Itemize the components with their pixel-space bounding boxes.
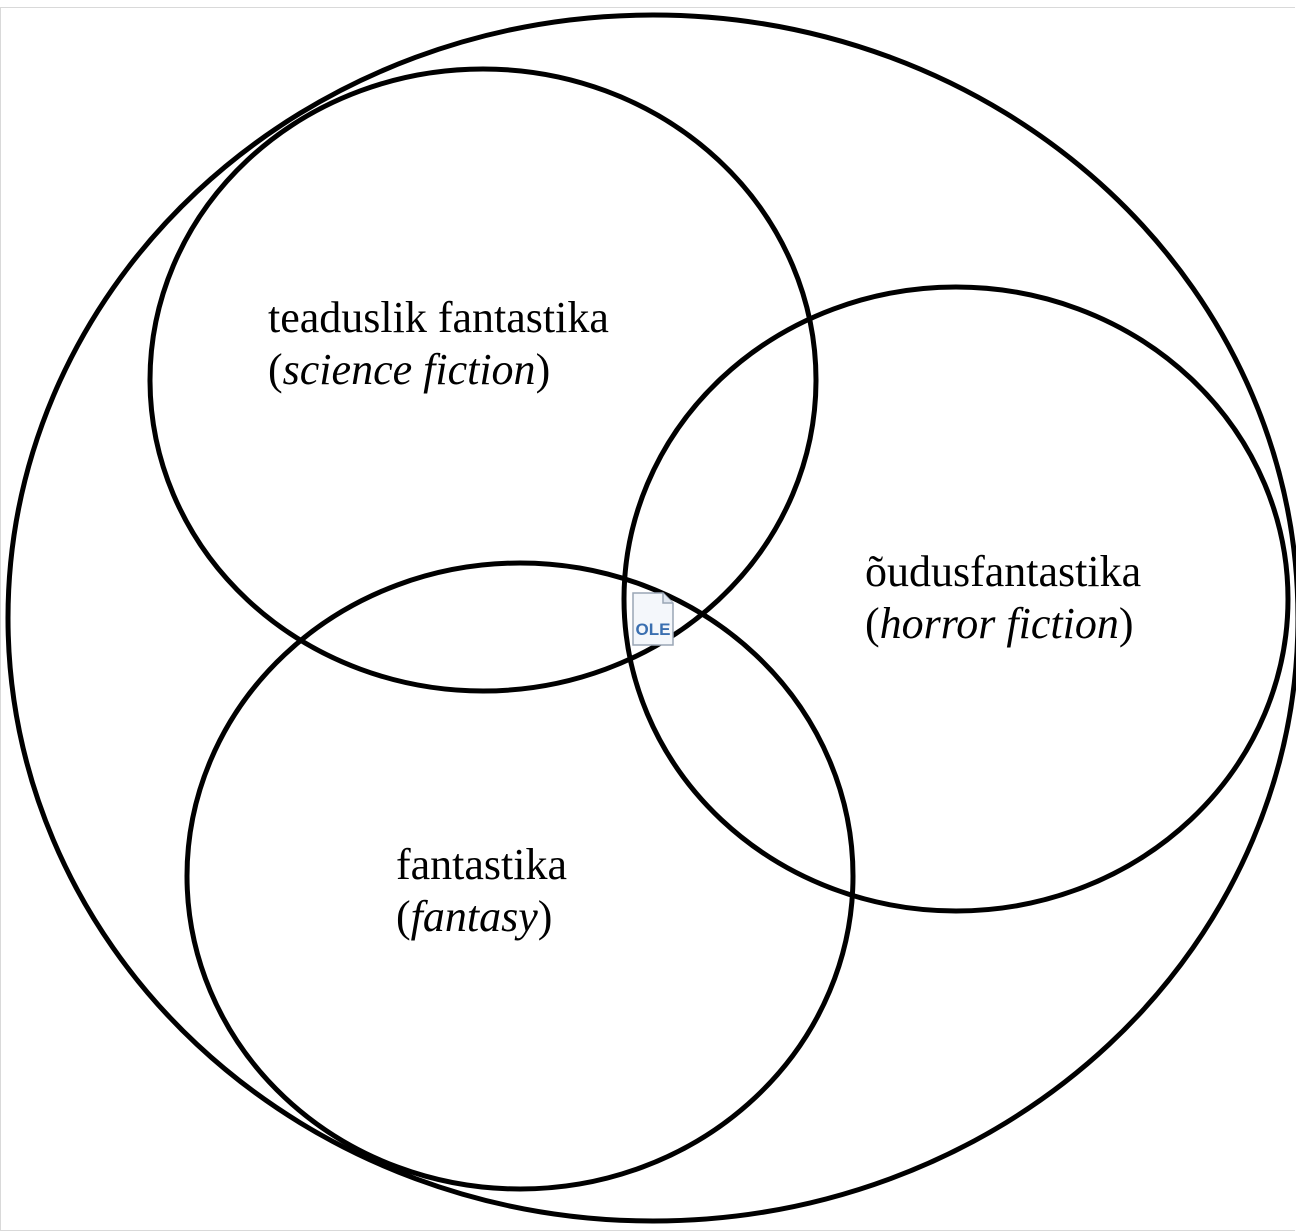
horror-fiction-english-text: horror fiction — [879, 599, 1119, 648]
horror-fiction-estonian: õudusfantastika — [865, 547, 1142, 596]
horror-fiction-label: õudusfantastika (horror fiction) — [865, 546, 1141, 650]
science-fiction-estonian: teaduslik fantastika — [268, 293, 609, 342]
fantasy-estonian: fantastika — [396, 840, 568, 889]
fantasy-english: (fantasy) — [396, 892, 553, 941]
science-fiction-english-text: science fiction — [282, 345, 536, 394]
science-fiction-ellipse — [147, 66, 819, 694]
science-fiction-label: teaduslik fantastika (science fiction) — [268, 292, 609, 396]
ole-object-label: OLE — [636, 620, 671, 639]
horror-fiction-english: (horror fiction) — [865, 599, 1134, 648]
diagram-frame — [0, 7, 1295, 1231]
ole-object-icon[interactable]: OLE — [629, 590, 677, 648]
fantasy-ellipse — [184, 560, 856, 1192]
outer-ellipse — [5, 12, 1296, 1224]
science-fiction-english: (science fiction) — [268, 345, 551, 394]
horror-fiction-ellipse — [621, 284, 1291, 914]
fantasy-english-text: fantasy — [410, 892, 538, 941]
fantasy-label: fantastika (fantasy) — [396, 839, 567, 943]
